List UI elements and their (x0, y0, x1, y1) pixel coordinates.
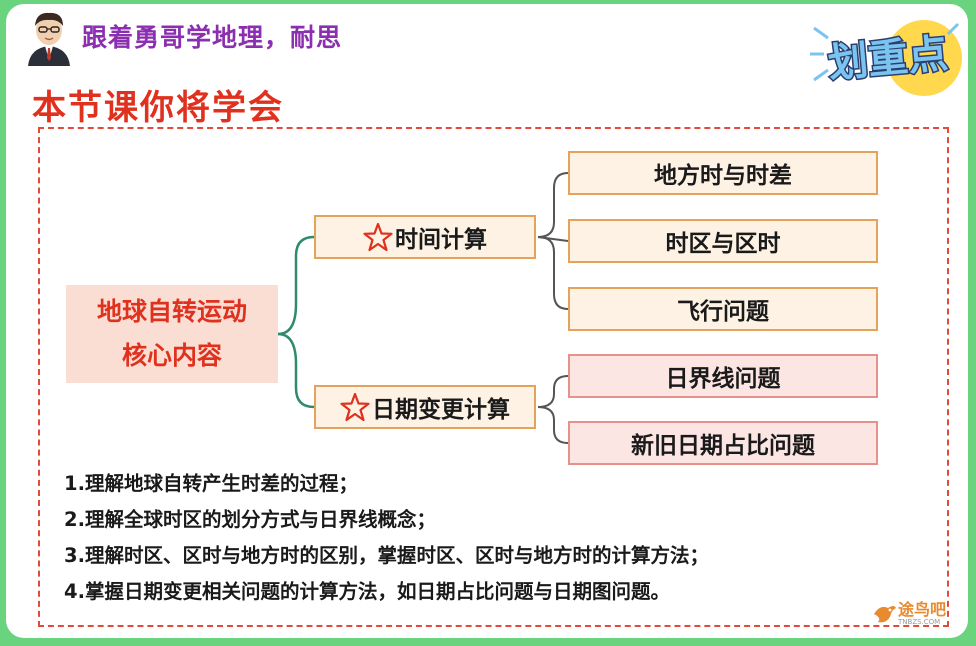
mindmap-root: 地球自转运动 核心内容 (66, 285, 278, 383)
red-star-icon (340, 392, 370, 422)
slide: 跟着勇哥学地理，耐思 本节课你将学会 划重点 地球 (6, 4, 968, 638)
highlight-badge-icon: 划重点 (808, 14, 968, 98)
badge-text: 划重点 (826, 31, 950, 87)
root-line-1: 地球自转运动 (96, 297, 247, 326)
watermark-text: 途鸟吧 (898, 600, 947, 619)
goal-item: 3.理解时区、区时与地方时的区别，掌握时区、区时与地方时的计算方法； (64, 544, 709, 567)
leaf-date-ratio: 新旧日期占比问题 (568, 421, 878, 465)
branch-label: 时间计算 (395, 227, 487, 253)
goal-item: 1.理解地球自转产生时差的过程； (64, 472, 358, 495)
branch-label: 日期变更计算 (372, 397, 510, 423)
watermark-bird-icon (874, 606, 896, 623)
red-star-icon (363, 222, 393, 252)
section-title: 本节课你将学会 (32, 88, 284, 128)
goal-item: 4.掌握日期变更相关问题的计算方法，如日期占比问题与日期图问题。 (64, 580, 670, 603)
leaf-local-time: 地方时与时差 (568, 151, 878, 195)
watermark-subtext: TNBZS.COM (898, 618, 941, 626)
branch-time-calculation: 时间计算 (314, 215, 536, 259)
content-frame (38, 127, 949, 627)
watermark: 途鸟吧 TNBZS.COM (872, 602, 946, 626)
learning-goals: 1.理解地球自转产生时差的过程； 2.理解全球时区的划分方式与日界线概念； 3.… (64, 466, 709, 610)
root-line-2: 核心内容 (121, 341, 222, 370)
leaf-time-zone: 时区与区时 (568, 219, 878, 263)
leaf-flight: 飞行问题 (568, 287, 878, 331)
goal-item: 2.理解全球时区的划分方式与日界线概念； (64, 508, 436, 531)
leaf-date-line: 日界线问题 (568, 354, 878, 398)
brand-title: 跟着勇哥学地理，耐思 (82, 23, 343, 52)
teacher-avatar-icon (28, 12, 70, 66)
branch-date-change: 日期变更计算 (314, 385, 536, 429)
